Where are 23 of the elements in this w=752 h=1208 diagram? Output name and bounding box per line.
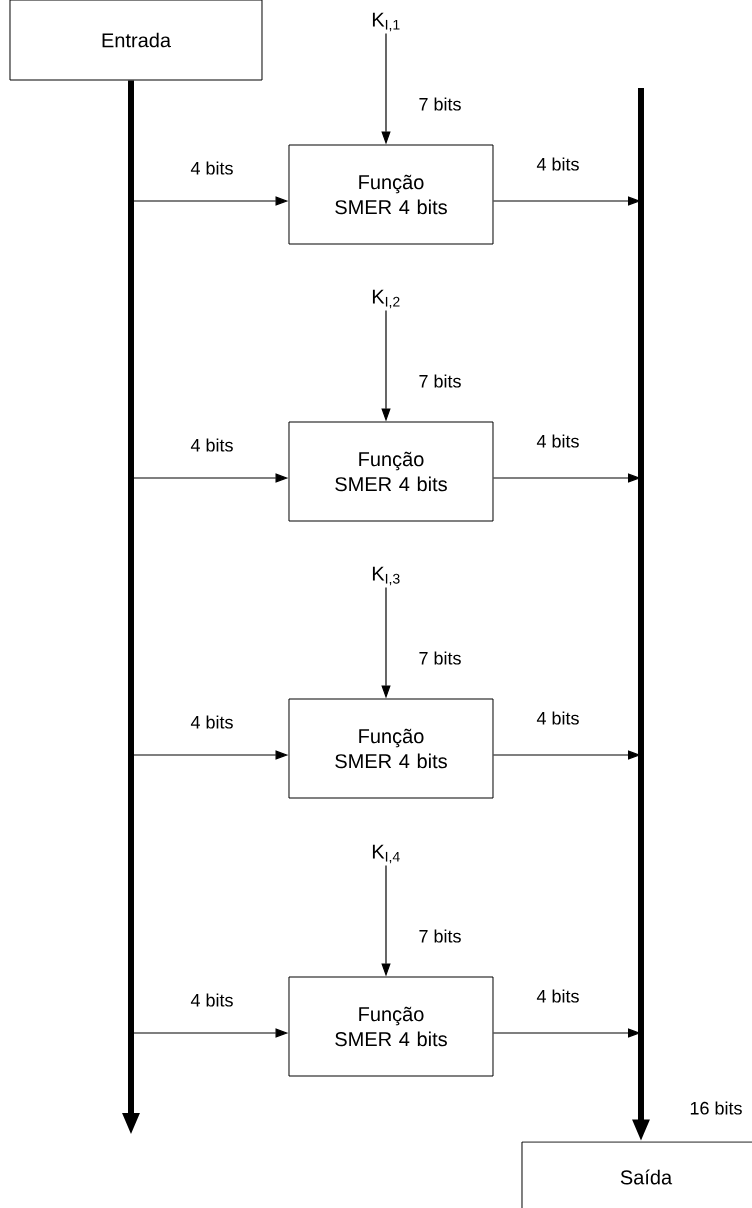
function-box: Função SMER 4 bits [288,421,494,522]
key-label: K$_{I,2}$ [372,289,400,309]
edge-label: 4 bits [536,157,579,171]
edge-label: 7 bits [419,374,461,388]
function-box: Função SMER 4 bits [288,144,494,245]
edge-label: 4 bits [190,715,233,729]
edge-label: 4 bits [536,711,579,725]
io-box: Saída [521,1141,752,1208]
function-box: Função SMER 4 bits [288,976,494,1077]
edge-label: 4 bits [190,993,233,1007]
edge-label: 4 bits [190,438,233,452]
edge-label: 7 bits [419,651,461,665]
io-box: Entrada [9,0,263,81]
key-label: K$_{I,4}$ [372,844,400,864]
function-box: Função SMER 4 bits [288,698,494,799]
key-label: K$_{I,3}$ [372,566,400,586]
edge-label: 4 bits [190,161,233,175]
edge-label: 7 bits [419,929,461,943]
edge-label: 16 bits [690,1101,742,1115]
edge-label: 4 bits [536,989,579,1003]
edge-label: 4 bits [536,434,579,448]
edge-label: 7 bits [419,97,461,111]
key-label: K$_{I,1}$ [372,12,400,32]
